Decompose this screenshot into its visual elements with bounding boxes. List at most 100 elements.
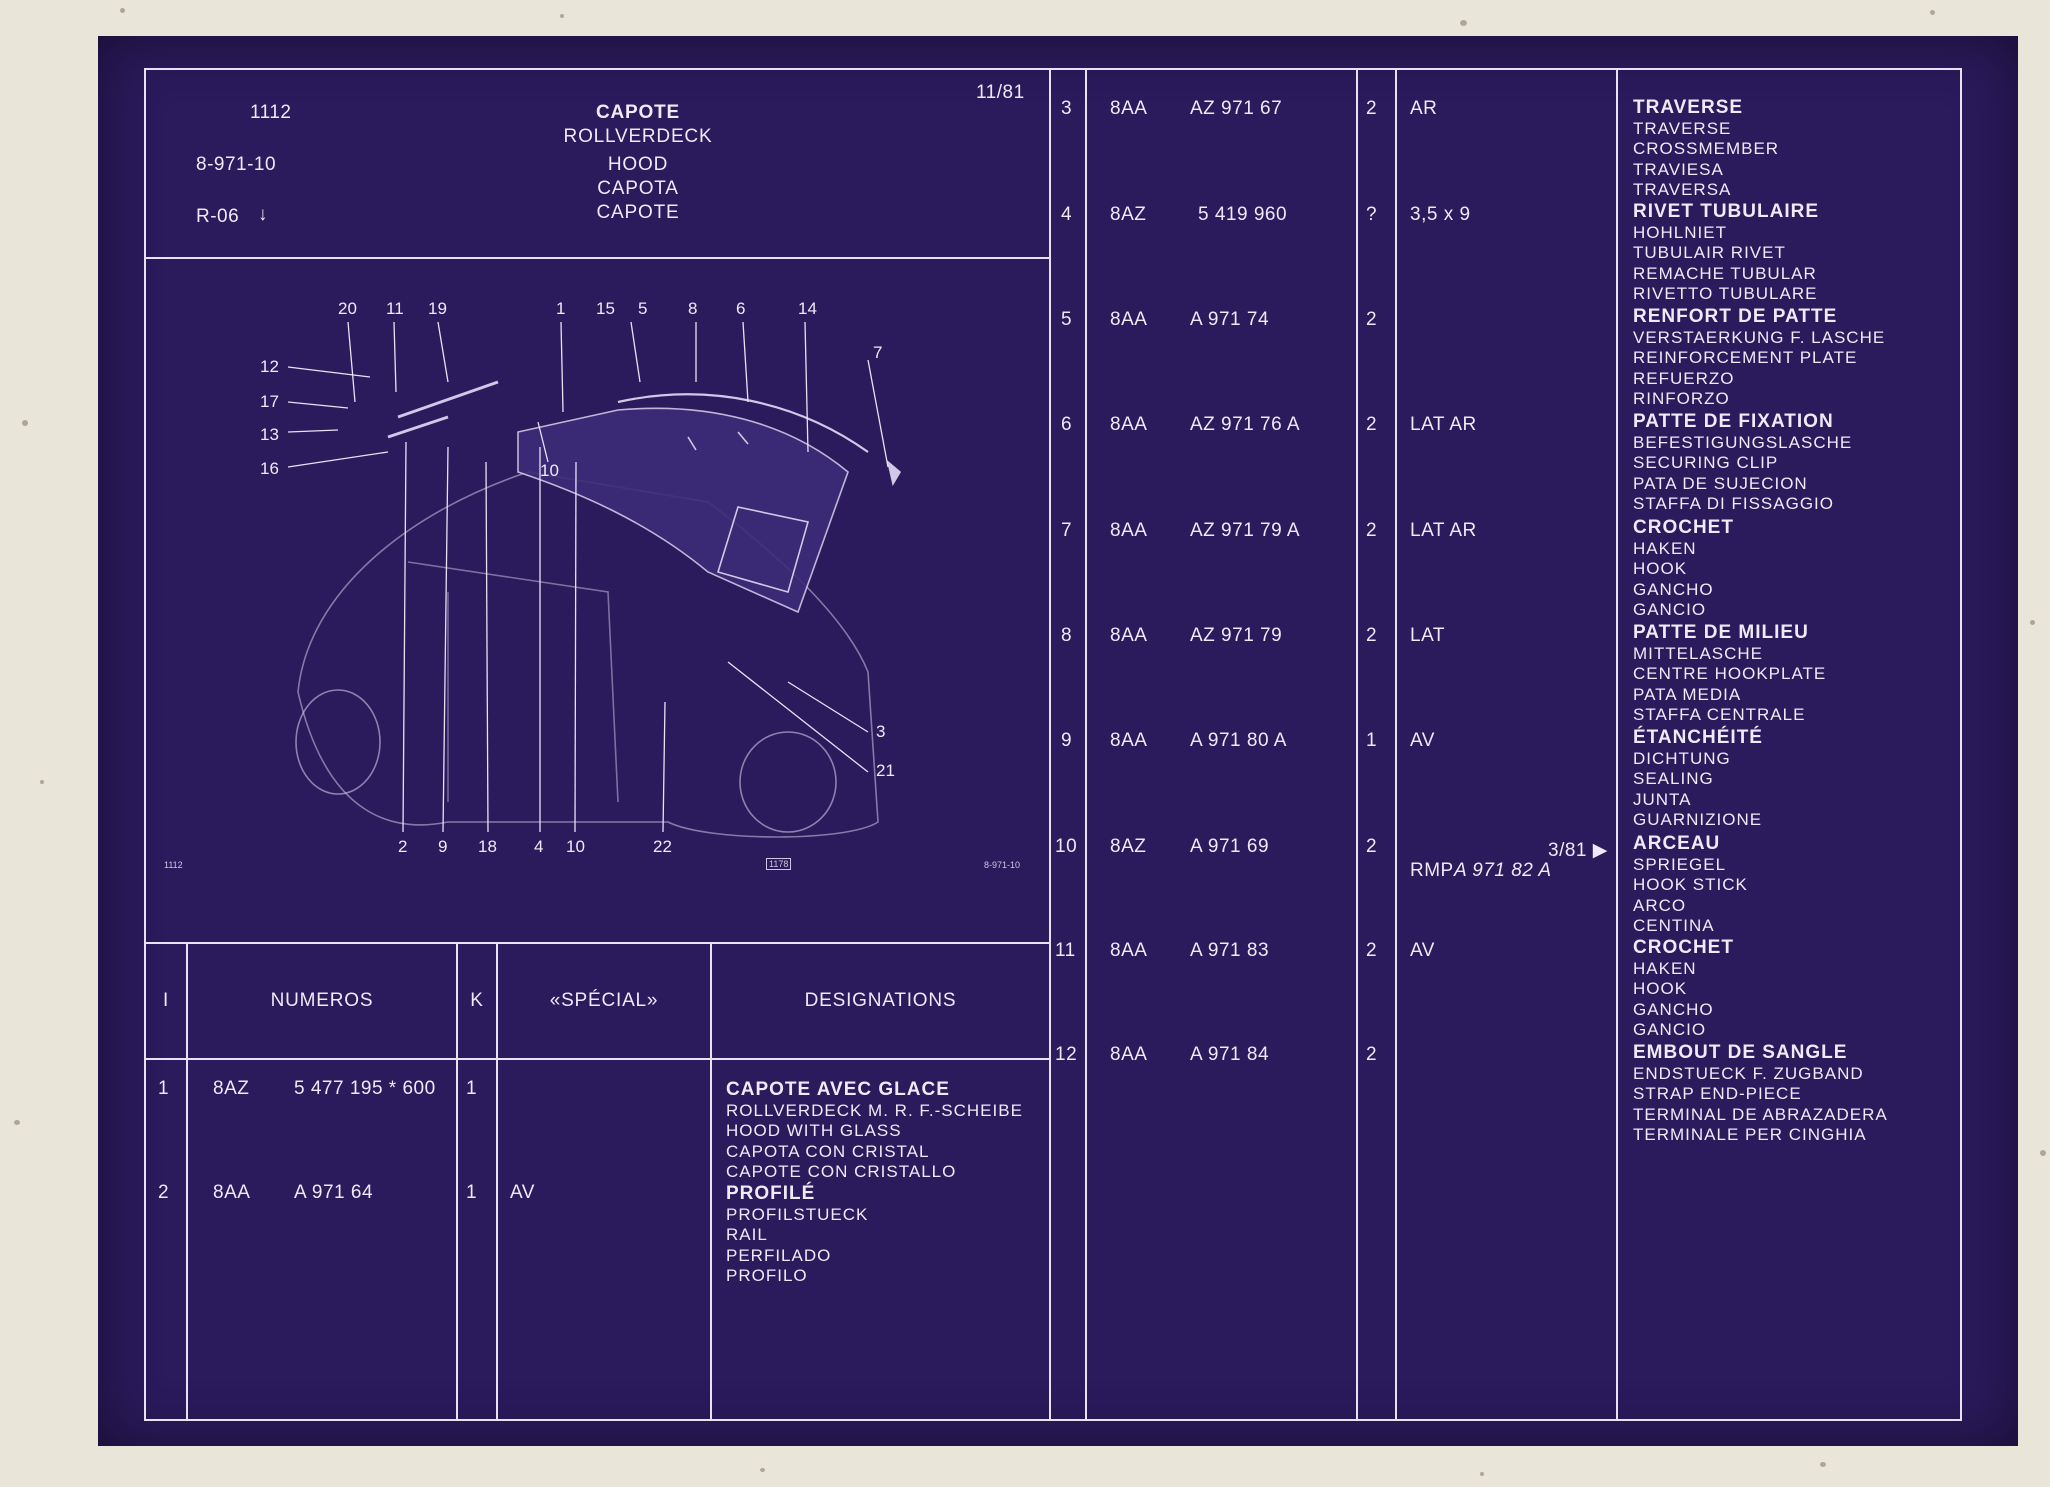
row-index: 8 [1061, 625, 1073, 646]
row-note-reference: A 971 82 A [1454, 860, 1552, 881]
row-code: 8AA [1110, 940, 1148, 961]
diagram-label-9: 9 [438, 837, 447, 856]
row-part-number: A 971 74 [1190, 309, 1270, 330]
row-special: AV [1410, 730, 1435, 751]
row-quantity: 1 [1366, 730, 1378, 751]
row-quantity: ? [1366, 204, 1378, 225]
row-part-number: A 971 84 [1190, 1044, 1270, 1065]
diagram-label-10-lower: 10 [566, 837, 585, 856]
diagram-label-22: 22 [653, 837, 672, 856]
diagram-label-6: 6 [736, 299, 745, 318]
diagram-label-19: 19 [428, 299, 447, 318]
row-quantity: 2 [1366, 98, 1378, 119]
row-index: 3 [1061, 98, 1073, 119]
diagram-footer-mid: 1178 [766, 858, 792, 870]
group-number: 1112 [250, 102, 292, 123]
row-code: 8AA [1110, 1044, 1148, 1065]
col-header-k: K [470, 990, 484, 1011]
left-col-i [186, 942, 188, 1421]
row-code: 8AA [1110, 520, 1148, 541]
row-quantity: 2 [1366, 625, 1378, 646]
row-index: 10 [1055, 836, 1078, 857]
row-note-rmp: RMP [1410, 860, 1454, 881]
row-code: 8AA [1110, 309, 1148, 330]
sheet-frame [144, 68, 1962, 1421]
r-code: R-06 [196, 206, 240, 227]
diagram-label-12: 12 [260, 357, 279, 376]
diagram-footer-left: 1112 [164, 860, 183, 870]
row-special: AV [1410, 940, 1435, 961]
header-title-4: CAPOTA [597, 178, 679, 199]
diagram-label-15: 15 [596, 299, 615, 318]
right-col-special [1616, 68, 1618, 1421]
diagram-label-8: 8 [688, 299, 697, 318]
row-quantity: 1 [466, 1078, 478, 1099]
row-part-number: A 971 80 A [1190, 730, 1287, 751]
left-col-numeros [456, 942, 458, 1421]
row-part-number: A 971 83 [1190, 940, 1270, 961]
row-part-number: AZ 971 67 [1190, 98, 1283, 119]
row-code: 8AA [213, 1182, 251, 1203]
row-code: 8AA [1110, 730, 1148, 751]
row-index: 6 [1061, 414, 1073, 435]
row-index: 12 [1055, 1044, 1078, 1065]
row-index: 2 [158, 1182, 170, 1203]
diagram-label-13: 13 [260, 425, 279, 444]
row-special: LAT [1410, 625, 1445, 646]
reference-number: 8-971-10 [196, 154, 277, 175]
row-code: 8AA [1110, 414, 1148, 435]
diagram-label-5: 5 [638, 299, 647, 318]
diagram-label-1: 1 [556, 299, 565, 318]
diagram-label-3: 3 [876, 722, 885, 741]
row-index: 9 [1061, 730, 1073, 751]
diagram-footer-right: 8-971-10 [984, 860, 1021, 870]
row-code: 8AZ [1110, 204, 1147, 225]
row-note-date: 3/81 ▶ [1548, 840, 1608, 861]
header-title-3: HOOD [607, 154, 669, 175]
diagram-label-21: 21 [876, 761, 895, 780]
right-col-numeros [1356, 68, 1358, 1421]
diagram-label-17: 17 [260, 392, 279, 411]
row-code: 8AZ [213, 1078, 250, 1099]
row-part-number: 5 477 195 * 600 [294, 1078, 436, 1099]
col-header-i: I [162, 990, 170, 1011]
row-index: 5 [1061, 309, 1073, 330]
row-quantity: 2 [1366, 1044, 1378, 1065]
center-divider [1049, 68, 1051, 1421]
diagram-label-4: 4 [534, 837, 543, 856]
row-index: 1 [158, 1078, 170, 1099]
row-quantity: 2 [1366, 836, 1378, 857]
row-special: LAT AR [1410, 520, 1477, 541]
table-header-top [144, 942, 1051, 944]
header-divider [144, 257, 1051, 259]
parts-catalogue-sheet: 1112 8-971-10 R-06 ↓ 11/81 CAPOTE ROLLVE… [98, 36, 2018, 1446]
left-col-special [710, 942, 712, 1421]
row-quantity: 2 [1366, 520, 1378, 541]
col-header-numeros: NUMEROS [270, 990, 374, 1011]
row-part-number: AZ 971 79 A [1190, 520, 1301, 541]
diagram-label-11: 11 [386, 299, 404, 318]
diagram-label-7: 7 [873, 343, 882, 362]
row-part-number: 5 419 960 [1198, 204, 1288, 225]
row-index: 11 [1055, 940, 1076, 961]
header-title-2: ROLLVERDECK [563, 126, 713, 147]
row-code: 8AA [1110, 98, 1148, 119]
right-col-k [1395, 68, 1397, 1421]
row-code: 8AA [1110, 625, 1148, 646]
diagram-label-10-upper: 10 [540, 461, 559, 480]
row-part-number: A 971 64 [294, 1182, 374, 1203]
row-quantity: 1 [466, 1182, 478, 1203]
row-special: AV [510, 1182, 535, 1203]
row-special: LAT AR [1410, 414, 1477, 435]
